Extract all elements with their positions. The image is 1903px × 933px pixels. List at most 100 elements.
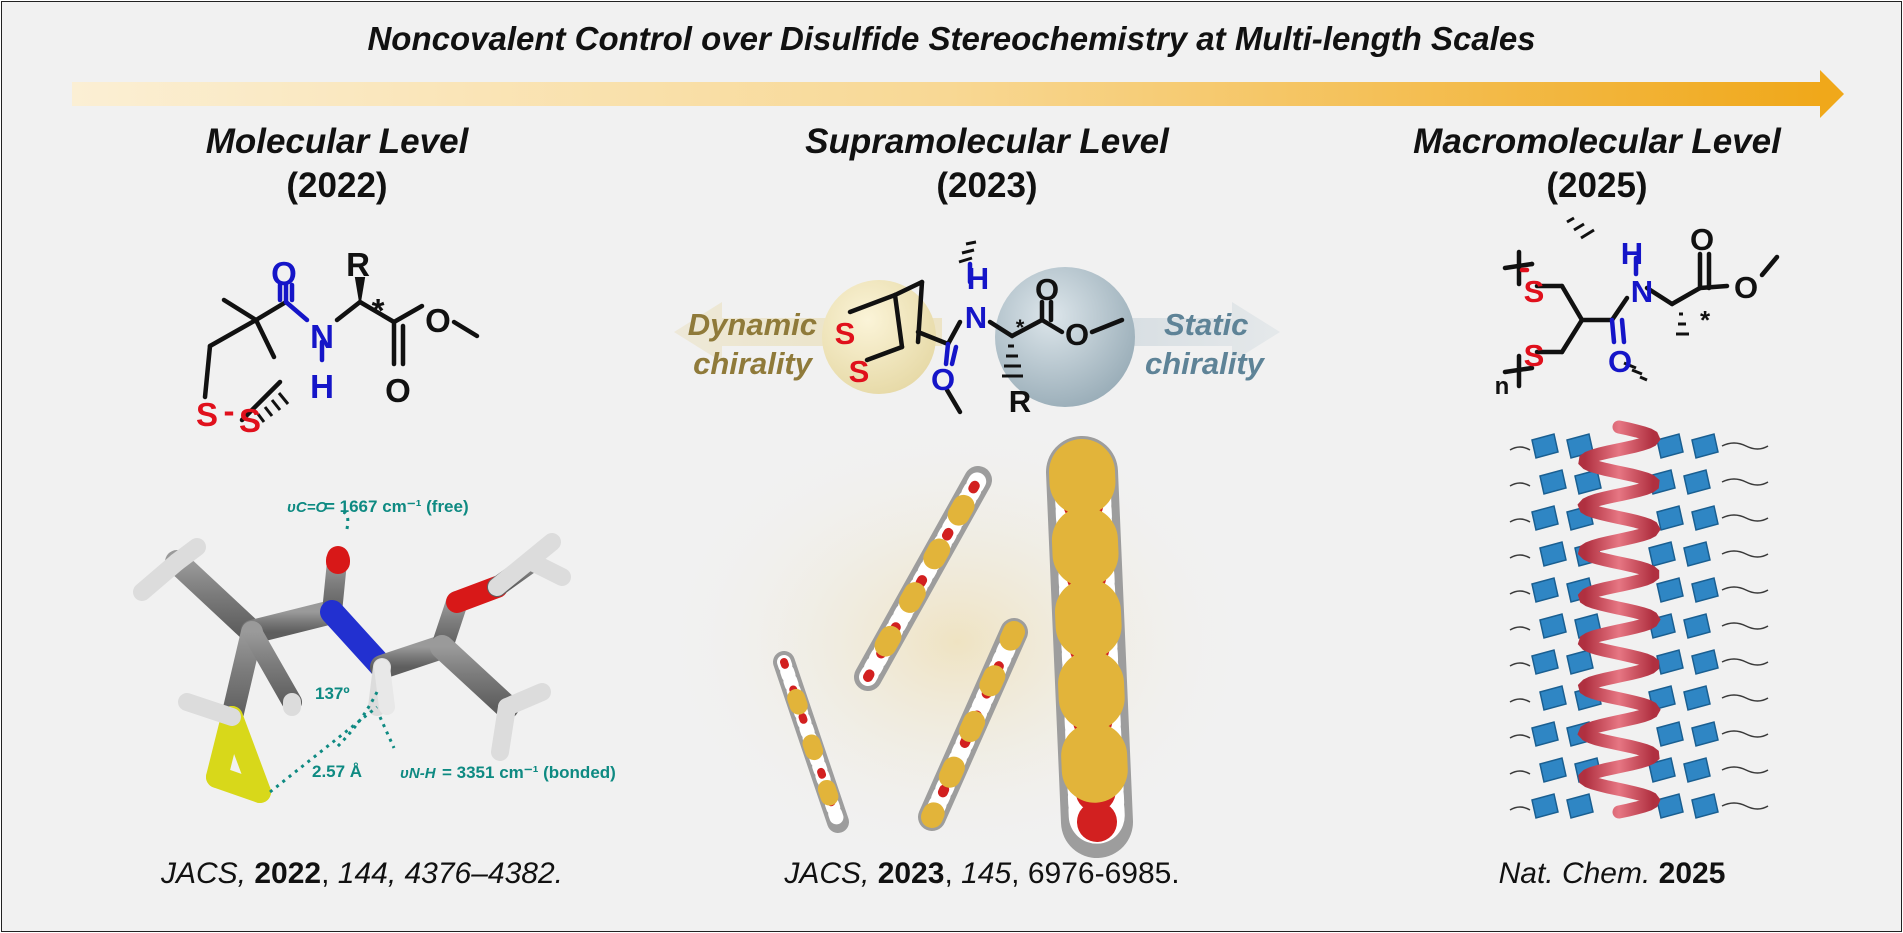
helix-tail <box>1721 478 1769 486</box>
molecular-atom-labels: O R * N H O O S - S <box>196 246 451 439</box>
static-sphere <box>995 267 1135 407</box>
helix-side-chain-block <box>1539 541 1567 567</box>
distance-label: 2.57 Å <box>312 762 362 781</box>
helix-tail <box>1509 662 1531 667</box>
atom-o-carbonyl: O <box>1690 222 1714 257</box>
ref-journal: Nat. Chem. <box>1498 857 1659 890</box>
atom-o-amide: O <box>1608 344 1632 379</box>
ref-pages: , 6976-6985. <box>1011 857 1180 890</box>
helix-side-chain-block <box>1648 757 1676 783</box>
atom-s1: S <box>835 316 856 351</box>
helix-side-chain-block <box>1656 793 1684 819</box>
column-title-molecular: Molecular Level (2022) <box>142 120 532 208</box>
figure-title: Noncovalent Control over Disulfide Stere… <box>367 20 1536 57</box>
ref-year: 2025 <box>1658 857 1726 890</box>
helix-side-chain-block <box>1531 433 1559 459</box>
stereo-star: * <box>1700 305 1711 335</box>
helix-side-chain-block <box>1691 649 1719 675</box>
helix-side-chain-block <box>1531 577 1559 603</box>
helix-side-chain-block <box>1566 793 1594 819</box>
ref-journal: JACS, <box>784 857 878 890</box>
atom-n: N <box>1631 274 1653 309</box>
nu-nh-label: υN-H <box>400 765 437 782</box>
helix-tail <box>1721 694 1769 702</box>
helix-tail <box>1509 590 1531 595</box>
atom-n: N <box>965 300 987 335</box>
macromolecular-level-year: (2025) <box>1546 166 1648 205</box>
supramolecular-hash <box>958 240 1023 378</box>
helix-side-chain-block <box>1539 685 1567 711</box>
helix-side-chain-block <box>1531 649 1559 675</box>
helix-tail <box>1721 550 1769 558</box>
ref-volume: 144 <box>337 857 388 890</box>
atom-r: R <box>346 246 370 283</box>
macromolecular-hash <box>1566 216 1689 382</box>
supramolecular-fibers <box>773 436 1133 858</box>
supramolecular-level-year: (2023) <box>936 166 1038 205</box>
atom-o-amide: O <box>931 362 955 397</box>
static-chirality-arrow <box>1012 302 1280 362</box>
helix-tail <box>1509 554 1531 559</box>
helix-tail <box>1509 698 1531 703</box>
macromolecular-level-title: Macromolecular Level <box>1413 122 1781 161</box>
stereo-star: * <box>372 292 385 329</box>
macromolecular-helix-model <box>1509 420 1769 819</box>
helix-side-chain-block <box>1656 721 1684 747</box>
dynamic-chirality-word: chirality <box>693 346 814 381</box>
helix-side-chain-block <box>1691 577 1719 603</box>
nu-co-value: = 1667 cm⁻¹ (free) <box>325 497 469 516</box>
supramolecular-structure <box>847 261 1125 415</box>
helix-tail <box>1721 586 1769 594</box>
supramolecular-atom-labels: H N S S O O O R * <box>835 261 1089 419</box>
dynamic-word: Dynamic <box>688 307 817 342</box>
molecular-hash-bond <box>256 392 290 423</box>
reference-2023: JACS, 2023, 145, 6976-6985. <box>742 857 1222 891</box>
repeat-n: n <box>1495 373 1510 400</box>
dynamic-sphere <box>822 280 936 394</box>
helix-side-chain-block <box>1691 433 1719 459</box>
molecular-annotations: υC=O = 1667 cm⁻¹ (free) 137º 2.57 Å υN-H… <box>269 497 616 794</box>
atom-n: N <box>310 318 334 355</box>
helix-side-chain-block <box>1683 757 1711 783</box>
atom-s2: S <box>239 402 261 439</box>
atom-s1: S <box>1524 274 1545 309</box>
reference-2025: Nat. Chem. 2025 <box>1462 857 1762 891</box>
helix-side-chain-block <box>1691 793 1719 819</box>
helix-side-chain-block <box>1539 613 1567 639</box>
helix-tail <box>1721 730 1769 738</box>
helix-tail <box>1721 766 1769 774</box>
nu-co-label: υC=O <box>287 499 327 516</box>
ref-sep: , <box>321 857 338 890</box>
helix-side-chain-block <box>1691 721 1719 747</box>
ref-journal: JACS, <box>160 857 255 890</box>
molecular-3d-model <box>133 533 571 803</box>
ref-year: 2023 <box>877 857 945 890</box>
ref-sep: , <box>944 857 962 890</box>
helix-side-chain-block <box>1656 577 1684 603</box>
helix-side-chain-block <box>1531 505 1559 531</box>
atom-h: H <box>310 368 334 405</box>
macromolecular-structure <box>1502 249 1780 389</box>
atom-h: H <box>1621 236 1643 271</box>
atom-r: R <box>1009 384 1031 419</box>
helix-tail <box>1509 626 1531 631</box>
helix-tail <box>1721 442 1769 450</box>
helix-side-chain-block <box>1656 433 1684 459</box>
nu-nh-value: = 3351 cm⁻¹ (bonded) <box>442 763 616 782</box>
helix-side-chain-block <box>1539 469 1567 495</box>
molecular-level-title: Molecular Level <box>205 122 469 161</box>
ref-pages: , 4376–4382. <box>387 857 563 890</box>
macromolecular-atom-labels: S S H N O O O n * <box>1495 222 1758 400</box>
helix-side-chain-block <box>1648 541 1676 567</box>
helix-side-chain-block <box>1656 649 1684 675</box>
helix-side-chain-block <box>1531 721 1559 747</box>
helix-tail <box>1721 622 1769 630</box>
atom-dash: - <box>224 392 235 429</box>
atom-o-carbonyl: O <box>1035 272 1059 307</box>
helix-tail <box>1509 734 1531 739</box>
stereo-star: * <box>1016 315 1025 340</box>
helix-side-chain-block <box>1683 685 1711 711</box>
atom-o: O <box>271 255 297 292</box>
